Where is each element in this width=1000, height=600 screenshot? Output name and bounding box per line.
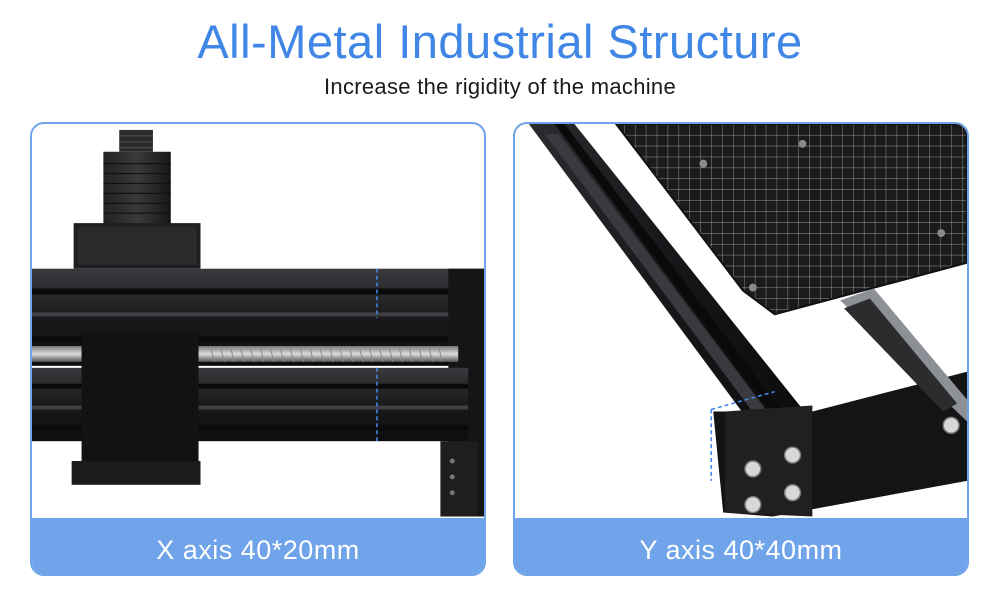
- y-axis-caption: Y axis 40*40mm: [639, 535, 843, 565]
- x-axis-caption-bar: [32, 518, 484, 574]
- page-title: All-Metal Industrial Structure: [197, 15, 803, 68]
- x-axis-panel: X axis 40*20mm: [30, 122, 486, 576]
- y-axis-caption-bar: [515, 518, 967, 574]
- x-axis-caption: X axis 40*20mm: [156, 535, 360, 565]
- x-axis-photo: [32, 129, 484, 517]
- page-subtitle: Increase the rigidity of the machine: [324, 74, 676, 99]
- y-axis-photo: [528, 124, 967, 517]
- y-axis-panel: Y axis 40*40mm: [513, 122, 969, 576]
